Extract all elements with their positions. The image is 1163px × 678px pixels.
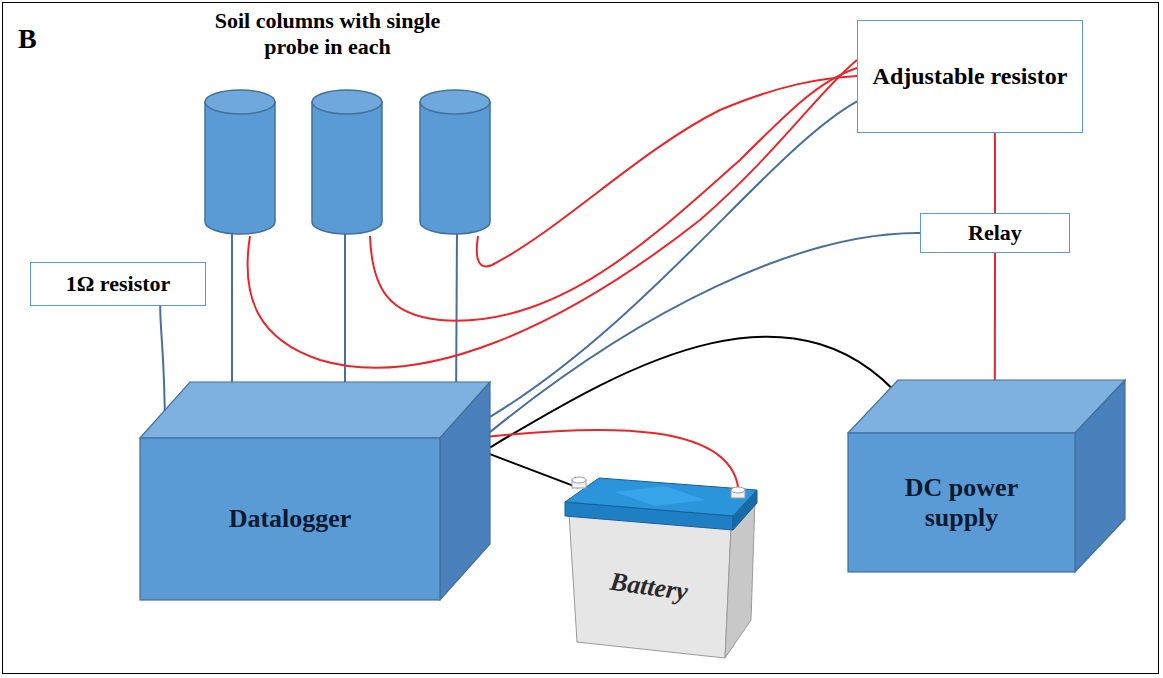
wire	[490, 101, 857, 417]
section-heading: Soil columns with single probe in each	[185, 8, 470, 61]
battery-illustration: Battery	[555, 470, 765, 665]
soil-column	[205, 90, 275, 234]
adjustable-resistor-box: Adjustable resistor	[857, 20, 1083, 133]
node-label: Relay	[968, 220, 1022, 245]
node-label: 1Ω resistor	[66, 271, 171, 296]
datalogger-box: Datalogger	[140, 382, 490, 600]
node-label: Battery	[608, 567, 689, 607]
power-supply-box: DC power supply	[848, 380, 1125, 572]
node-label: Datalogger	[229, 504, 352, 534]
wire	[478, 450, 578, 488]
node-label: DC power supply	[877, 473, 1047, 533]
panel-letter: B	[18, 22, 58, 56]
wire	[160, 306, 165, 425]
probe-wire	[248, 60, 857, 368]
soil-column	[312, 90, 382, 234]
relay-box: Relay	[920, 213, 1070, 253]
probe-wire	[477, 76, 857, 266]
soil-column	[420, 90, 490, 234]
probe-wire	[370, 68, 857, 321]
resistor-box: 1Ω resistor	[30, 262, 206, 306]
wire	[490, 233, 920, 432]
node-label: Adjustable resistor	[873, 63, 1068, 91]
box-shape	[140, 382, 490, 600]
battery-shape	[555, 470, 765, 665]
wire	[994, 133, 996, 213]
